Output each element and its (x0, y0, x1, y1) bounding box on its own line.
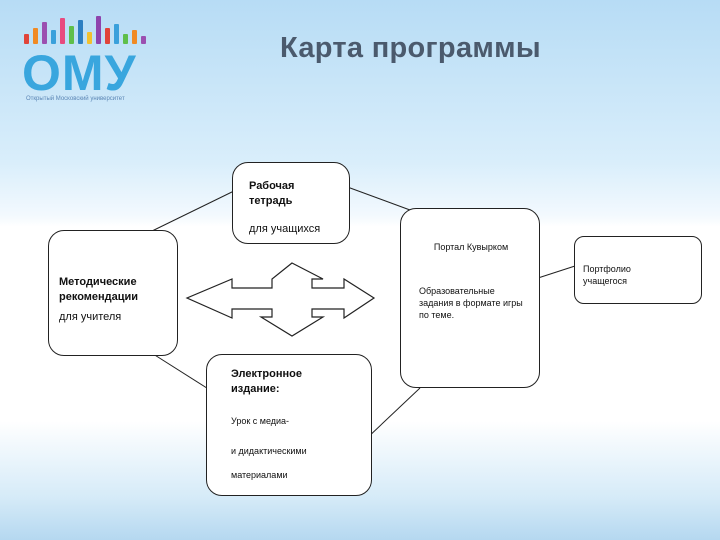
node-edition-line3: материалами (231, 470, 288, 480)
connector-edition-portal (364, 387, 421, 441)
logo-word: ОМУ (22, 45, 137, 101)
logo-tagline: Открытый Московский университет (26, 96, 125, 102)
node-edition-line2: и дидактическими (231, 446, 307, 456)
connector-portal-portfolio (537, 265, 576, 279)
node-methodical-subtitle: для учителя (59, 311, 122, 323)
node-methodical: Методические рекомендации для учителя (48, 230, 178, 356)
connector-methodical-workbook (149, 189, 237, 233)
node-workbook-title: Рабочая тетрадь (249, 180, 295, 207)
page-title: Карта программы (280, 32, 541, 64)
node-portfolio: Портфолио учащегося (574, 236, 702, 304)
four-way-arrow-icon (185, 262, 376, 337)
node-workbook: Рабочая тетрадь для учащихся (232, 162, 350, 244)
node-methodical-title: Методические рекомендации (59, 276, 139, 303)
node-edition-title: Электронное издание: (231, 368, 302, 395)
node-edition: Электронное издание: Урок с медиа- и дид… (206, 354, 372, 496)
node-portal-body: Образовательные задания в формате игры п… (419, 286, 523, 321)
node-portfolio-title: Портфолио учащегося (583, 264, 631, 287)
node-portal-title: Портал Кувырком (433, 242, 509, 252)
logo-bars (24, 14, 154, 44)
connector-workbook-portal (341, 184, 411, 211)
connector-methodical-edition (149, 351, 211, 391)
node-portal: Портал Кувырком Образовательные задания … (400, 208, 540, 388)
omu-logo: ОМУ Открытый Московский университет (22, 14, 162, 110)
node-workbook-subtitle: для учащихся (249, 223, 321, 235)
node-edition-line1: Урок с медиа- (231, 416, 290, 426)
